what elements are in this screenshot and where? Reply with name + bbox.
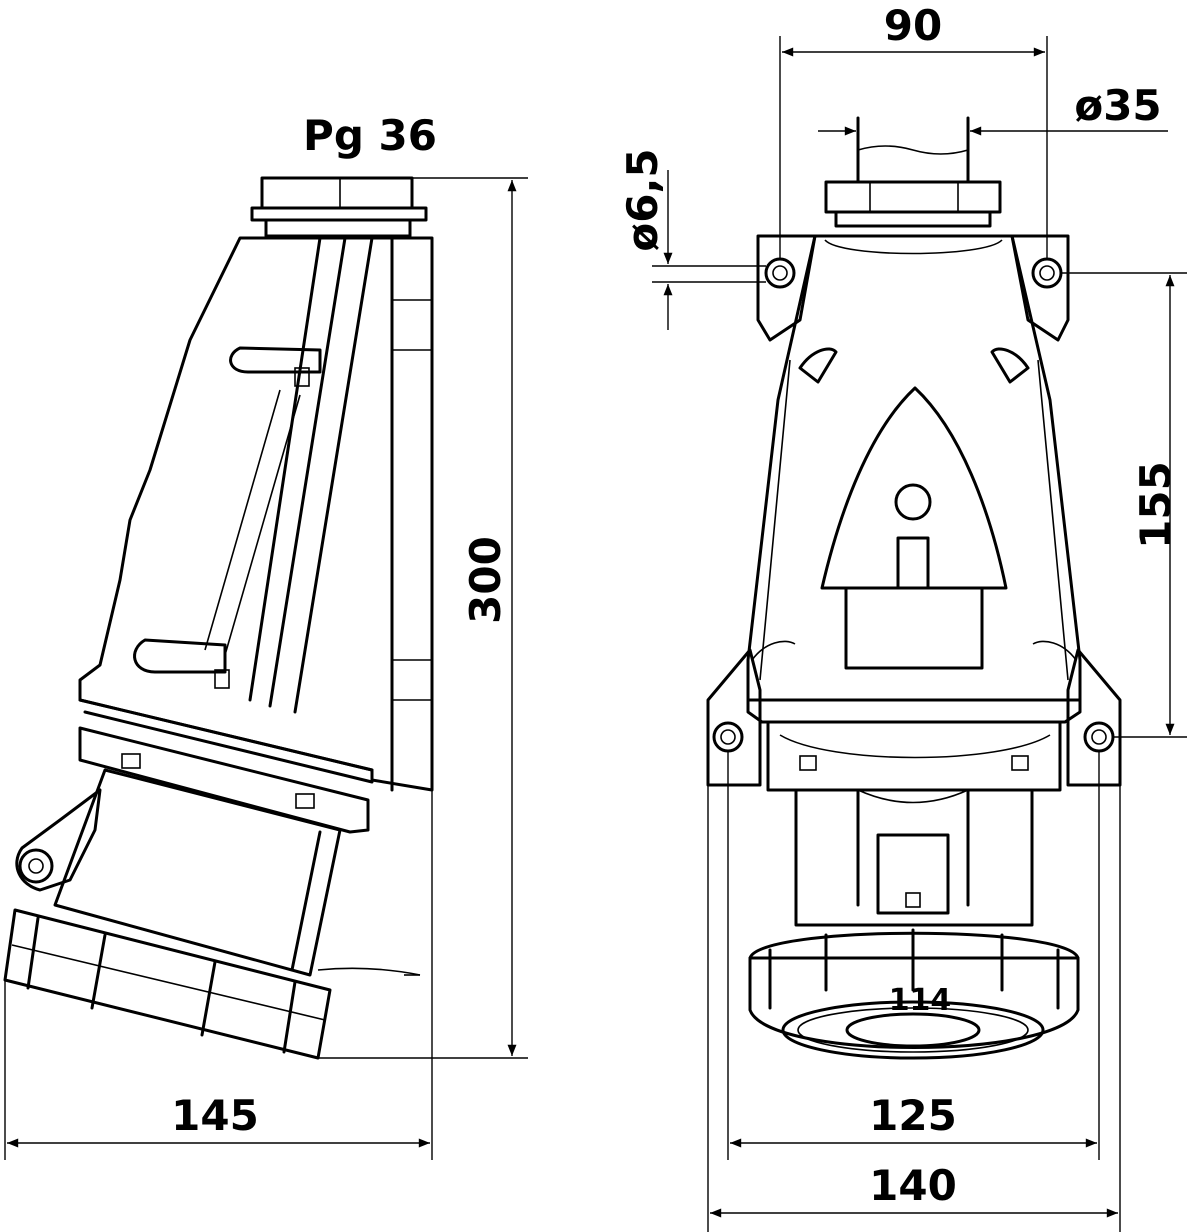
- mount-hole-top-right: [1031, 257, 1063, 289]
- front-central-panel: [820, 386, 1008, 590]
- label-width-140: 140: [869, 1161, 957, 1210]
- front-gland-nut: [824, 180, 1002, 214]
- side-gland-nut: [260, 176, 414, 210]
- side-dimensions: Pg 36 300 145: [4, 111, 528, 1160]
- front-face-inner: [845, 1012, 981, 1048]
- front-inner-block: [844, 586, 984, 670]
- label-diameter-6-5: ø6,5: [618, 148, 667, 251]
- label-diameter-35: ø35: [1074, 81, 1161, 130]
- mount-hole-bottom-left: [712, 721, 744, 753]
- side-housing: [78, 236, 434, 792]
- side-front-cap: [3, 908, 332, 1060]
- side-socket-body: [53, 768, 342, 977]
- mount-hole-top-left: [764, 257, 796, 289]
- label-height-300: 300: [461, 536, 510, 624]
- label-height-155: 155: [1131, 461, 1180, 549]
- side-rim-band: [78, 726, 370, 834]
- side-lid-hinge: [18, 848, 54, 884]
- front-socket-body: [794, 788, 1034, 927]
- front-housing: [746, 234, 1082, 702]
- label-width-125: 125: [869, 1091, 957, 1140]
- front-dimensions: 90 ø35 ø6,5 155 125 140: [618, 1, 1187, 1232]
- front-lug-top-right: [1010, 234, 1070, 342]
- side-view: [3, 176, 434, 1060]
- front-indicator-hole: [894, 483, 932, 521]
- front-cap-ring: [748, 931, 1080, 1049]
- front-lug-top-left: [756, 234, 817, 342]
- label-pg: Pg 36: [303, 111, 437, 160]
- label-width-145: 145: [171, 1091, 259, 1140]
- label-ring-114: 114: [889, 983, 952, 1018]
- front-view: 114: [706, 116, 1122, 1060]
- front-face-outer: [781, 1000, 1045, 1060]
- front-lug-bottom-right: [1066, 648, 1122, 787]
- side-gland-washer: [250, 206, 428, 222]
- front-rim: [766, 720, 1062, 792]
- front-lug-bottom-left: [706, 648, 762, 787]
- mount-hole-bottom-right: [1083, 721, 1115, 753]
- label-width-90: 90: [884, 1, 942, 50]
